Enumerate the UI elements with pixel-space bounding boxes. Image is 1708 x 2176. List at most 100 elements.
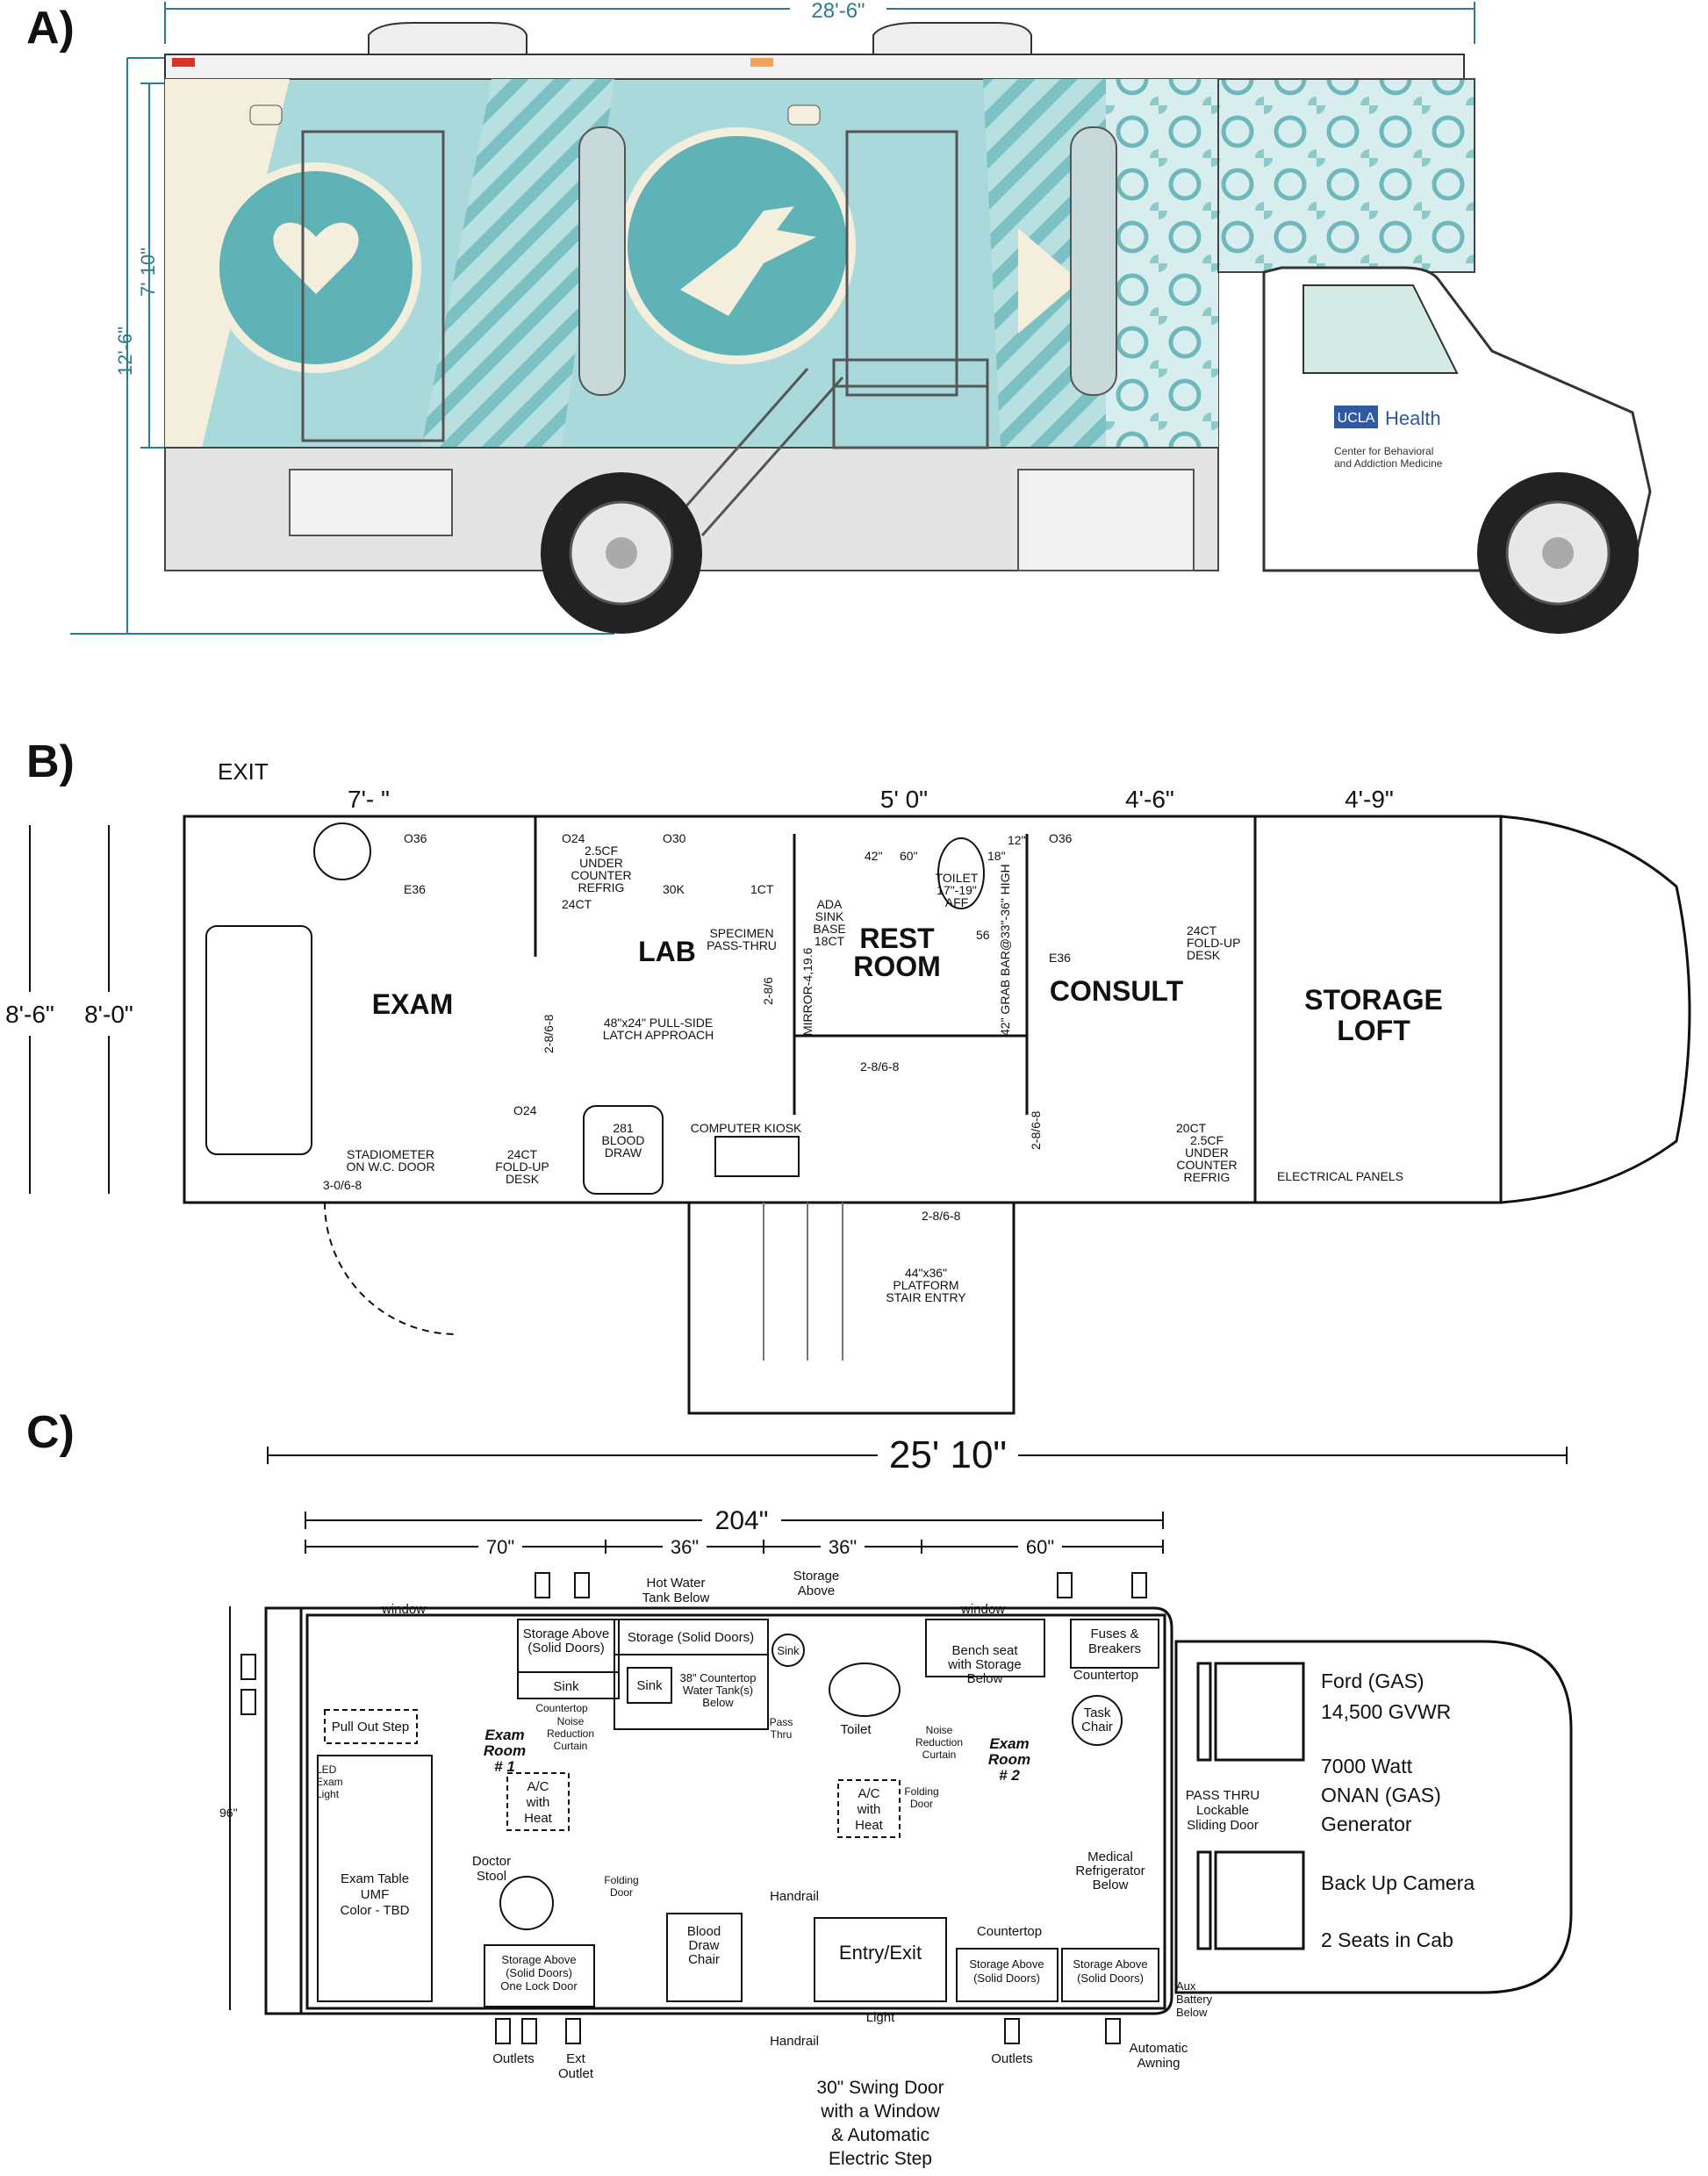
dim-s3: 36" bbox=[829, 1536, 857, 1558]
dim-overall: 25' 10" bbox=[889, 1433, 1007, 1476]
exit-door-swing bbox=[324, 1202, 457, 1335]
dim-b-4: 4'-9" bbox=[1345, 786, 1394, 813]
c-noise1b: Reduction bbox=[547, 1727, 594, 1740]
b-n42: 42" bbox=[865, 849, 883, 863]
c-storage-above1: Storage bbox=[793, 1569, 840, 1584]
c-sink1: Sink bbox=[553, 1679, 579, 1694]
c-cab2: 14,500 GVWR bbox=[1321, 1700, 1451, 1723]
b-e36a: E36 bbox=[404, 882, 426, 896]
b-spec1: SPECIMEN bbox=[709, 926, 773, 940]
side-window-2 bbox=[1070, 126, 1117, 396]
c-exam1a: Exam bbox=[484, 1727, 524, 1743]
c-noise1c: Curtain bbox=[554, 1740, 588, 1752]
c-cab1: Ford (GAS) bbox=[1321, 1670, 1425, 1692]
c-sink2: Sink bbox=[636, 1678, 663, 1693]
c-sb1b: (Solid Doors) bbox=[973, 1971, 1040, 1985]
doctor-stool-icon bbox=[499, 1876, 554, 1930]
sink-1-box bbox=[517, 1671, 620, 1699]
c-storage-solid: Storage (Solid Doors) bbox=[628, 1630, 754, 1645]
room-rest-1: REST bbox=[859, 923, 935, 954]
c-noise1a: Noise bbox=[557, 1715, 585, 1727]
round-stool-icon bbox=[313, 822, 371, 880]
b-d286a: 2-8/6 bbox=[761, 977, 775, 1005]
b-blood2: BLOOD bbox=[601, 1133, 644, 1147]
c-awning1: Automatic bbox=[1130, 2041, 1188, 2056]
rear-wheel bbox=[541, 472, 702, 634]
b-ref20c: UNDER bbox=[1185, 1145, 1229, 1160]
c-cab7: 2 Seats in Cab bbox=[1321, 1928, 1453, 1951]
b-ref20b: 2.5CF bbox=[1190, 1133, 1224, 1147]
exam-table-icon bbox=[205, 925, 312, 1155]
c-sb2b: (Solid Doors) bbox=[1077, 1971, 1144, 1985]
cab-front-plan bbox=[1499, 815, 1691, 1204]
ucla-logo-box bbox=[1334, 406, 1378, 428]
room-storage-2: LOFT bbox=[1337, 1015, 1410, 1046]
panel-a-label: A) bbox=[26, 3, 75, 54]
b-n12: 12" bbox=[1008, 833, 1026, 847]
ucla-logo-text: UCLA bbox=[1338, 411, 1375, 426]
b-d2868d: 2-8/6-8 bbox=[922, 1209, 961, 1223]
dept-line-2: and Addiction Medicine bbox=[1334, 457, 1443, 470]
b-d2868a: 2-8/6-8 bbox=[542, 1014, 556, 1053]
c-noise2a: Noise bbox=[926, 1724, 953, 1736]
b-ada3: BASE bbox=[813, 922, 845, 936]
b-o24a: O24 bbox=[562, 831, 585, 845]
b-ref20a: 20CT bbox=[1176, 1121, 1207, 1135]
c-sb2a: Storage Above bbox=[1073, 1957, 1147, 1971]
entry-stair bbox=[674, 358, 989, 536]
side-door-entry bbox=[845, 130, 958, 397]
countertop-38 bbox=[614, 1654, 769, 1730]
storage-compartment-1 bbox=[289, 469, 453, 536]
b-grab: 42" GRAB BAR@33"-36" HIGH bbox=[998, 864, 1012, 1036]
b-stadio2: ON W.C. DOOR bbox=[346, 1160, 434, 1174]
b-toilet1: TOILET bbox=[936, 871, 979, 885]
c-folding1a: Folding bbox=[604, 1874, 638, 1886]
b-desk1: 24CT bbox=[1187, 923, 1217, 937]
cab-seat-left-top bbox=[1196, 1662, 1212, 1762]
c-toilet: Toilet bbox=[840, 1722, 872, 1737]
c-countertop2: Countertop bbox=[1073, 1668, 1138, 1683]
side-door-rear bbox=[301, 130, 445, 442]
c-ac2a: A/C bbox=[858, 1786, 879, 1801]
outlet-icons bbox=[240, 1572, 1147, 2044]
wrap-stripes-1 bbox=[421, 79, 614, 448]
b-refrig2: UNDER bbox=[579, 856, 623, 870]
panel-b-label: B) bbox=[26, 736, 75, 787]
c-sa1: Storage Above bbox=[523, 1627, 609, 1641]
exit-label: EXIT bbox=[218, 758, 269, 785]
c-med1: Medical bbox=[1087, 1849, 1133, 1864]
b-ada4: 18CT bbox=[815, 934, 845, 948]
c-sa2: (Solid Doors) bbox=[527, 1641, 605, 1655]
c-exam2b: Room bbox=[988, 1751, 1030, 1768]
c-exam2c: # 2 bbox=[999, 1767, 1020, 1784]
height-total-label: 12'-6" bbox=[114, 327, 136, 376]
b-n18: 18" bbox=[987, 849, 1006, 863]
c-bench3: Below bbox=[967, 1671, 1003, 1686]
c-med3: Below bbox=[1093, 1878, 1129, 1892]
cab-seat-left-bottom bbox=[1196, 1850, 1212, 1950]
storage-above-b2 bbox=[1061, 1948, 1159, 2002]
b-elec: ELECTRICAL PANELS bbox=[1277, 1169, 1403, 1183]
c-ac1b: with bbox=[526, 1795, 550, 1810]
b-d2868c: 2-8/6-8 bbox=[1029, 1110, 1043, 1150]
c-handrail1: Handrail bbox=[770, 1889, 819, 1904]
roof-ac-unit-right bbox=[872, 22, 1032, 55]
cab-seat-bottom bbox=[1214, 1850, 1305, 1950]
ac-unit-1 bbox=[506, 1772, 570, 1831]
c-swing3: & Automatic bbox=[831, 2125, 929, 2145]
c-entry: Entry/Exit bbox=[839, 1942, 922, 1964]
panel-a-elevation: 28'-6" 12'-6" 7'-10" bbox=[70, 0, 1652, 635]
b-ada1: ADA bbox=[817, 897, 843, 911]
room-exam: EXAM bbox=[372, 988, 453, 1020]
dim-b-3: 4'-6" bbox=[1125, 786, 1174, 813]
c-passthru2: Thru bbox=[771, 1728, 793, 1741]
dept-line-1: Center for Behavioral bbox=[1334, 445, 1433, 457]
width-b-2: 8'-0" bbox=[84, 1001, 133, 1028]
b-ref20e: REFRIG bbox=[1184, 1170, 1231, 1184]
c-folding2a: Folding bbox=[904, 1785, 938, 1798]
c-stool1: Doctor bbox=[472, 1854, 511, 1869]
c-storage-above2: Above bbox=[798, 1584, 836, 1598]
c-cab4: ONAN (GAS) bbox=[1321, 1784, 1441, 1806]
length-label: 28'-6" bbox=[811, 0, 865, 23]
b-k30: 30K bbox=[663, 882, 685, 896]
